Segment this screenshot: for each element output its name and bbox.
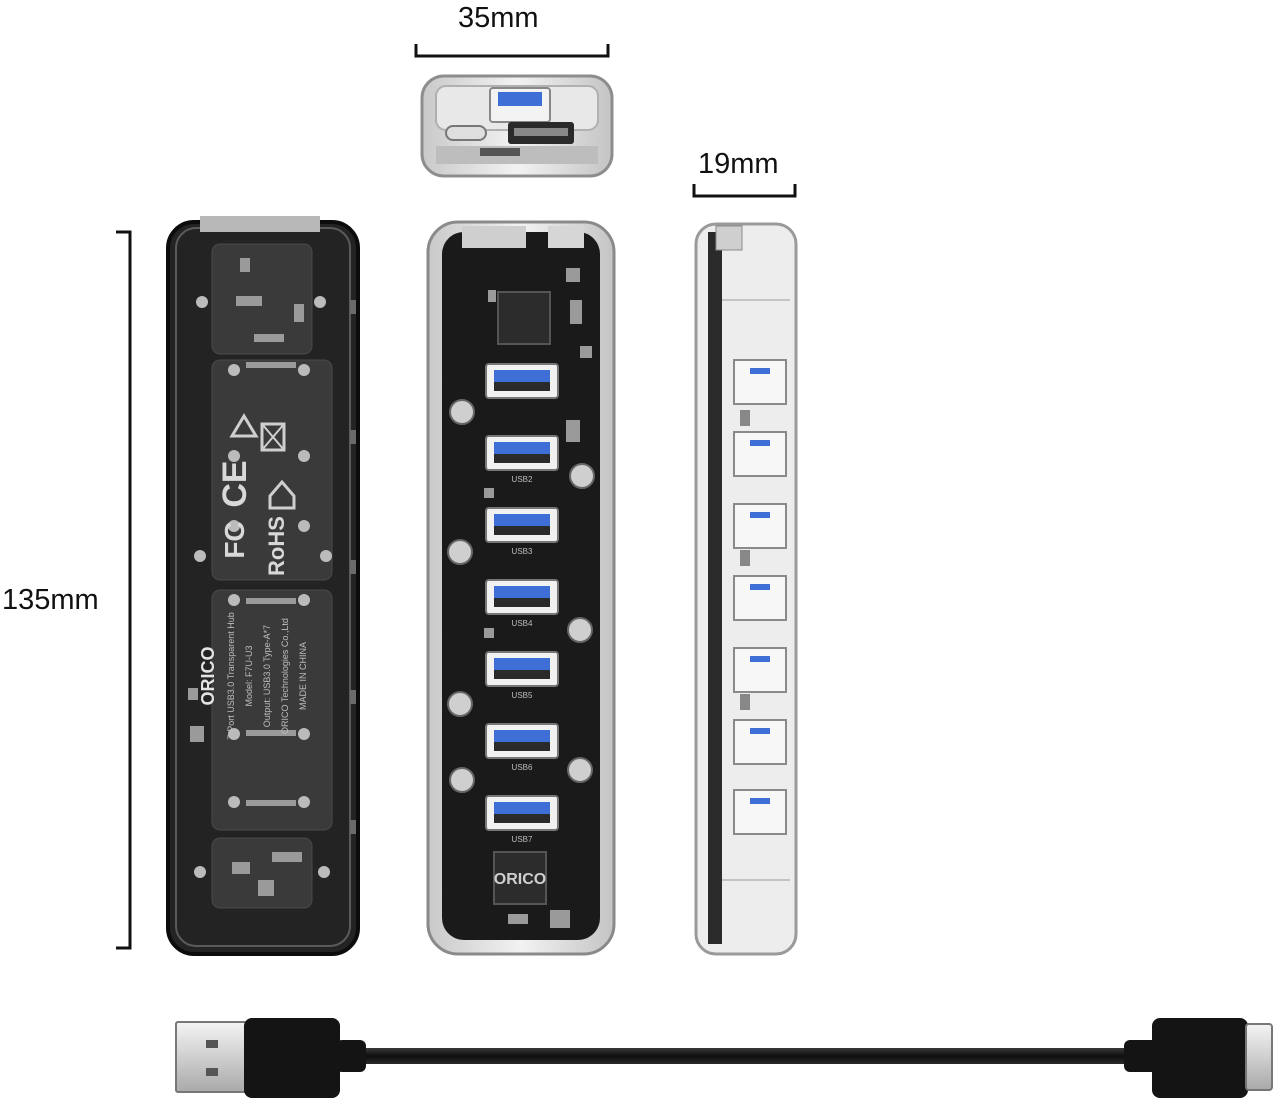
length-dimension-label: 135mm xyxy=(2,584,99,616)
usb-port: USB5 xyxy=(485,651,559,700)
capacitors xyxy=(447,399,595,793)
certification-marks-icon xyxy=(229,413,296,510)
spec-line: Output: USB3.0 Type-A*7 xyxy=(262,625,272,727)
usb-port-label: USB5 xyxy=(512,691,533,700)
certification-mark: RoHS xyxy=(264,516,289,576)
usb-a-plug-icon xyxy=(175,1018,366,1098)
length-dimension-line xyxy=(116,230,132,950)
usb-port-label: USB7 xyxy=(512,835,533,844)
micro-b-plug-icon xyxy=(1124,1018,1273,1098)
width-dimension-label: 35mm xyxy=(458,2,539,34)
certification-mark: FC xyxy=(219,521,250,558)
usb-cable xyxy=(175,1018,1273,1098)
spec-line: ORICO Technologies Co.,Ltd xyxy=(280,618,290,734)
hub-back-panel xyxy=(166,216,360,956)
usb-port: USB3 xyxy=(485,507,559,556)
certification-mark: CE xyxy=(216,460,254,507)
usb-port: USB7 xyxy=(485,795,559,844)
back-panel-labels: FC CE RoHS ORICO 7-Port USB3.0 Transparent H… xyxy=(198,460,308,739)
usb-port xyxy=(485,363,559,399)
depth-dimension-line xyxy=(692,184,797,198)
front-brand-logo-text: ORICO xyxy=(494,871,546,888)
usb-port: USB6 xyxy=(485,723,559,772)
spec-line: Model: F7U-U3 xyxy=(244,645,254,706)
usb-port-label: USB4 xyxy=(512,619,533,628)
usb-port-label: USB3 xyxy=(512,547,533,556)
width-dimension-line xyxy=(414,44,610,58)
hub-end-view xyxy=(420,74,614,178)
spec-line: MADE IN CHINA xyxy=(298,642,308,710)
depth-dimension-label: 19mm xyxy=(698,148,779,180)
panel-rib-marks xyxy=(350,300,356,834)
back-brand-logo-text: ORICO xyxy=(198,646,218,705)
usb-port-label: USB2 xyxy=(512,475,533,484)
usb-port-label: USB6 xyxy=(512,763,533,772)
usb-port: USB2 xyxy=(485,435,559,484)
usb-port: USB4 xyxy=(485,579,559,628)
spec-line: 7-Port USB3.0 Transparent Hub xyxy=(226,612,236,740)
hub-side-profile xyxy=(694,222,798,956)
